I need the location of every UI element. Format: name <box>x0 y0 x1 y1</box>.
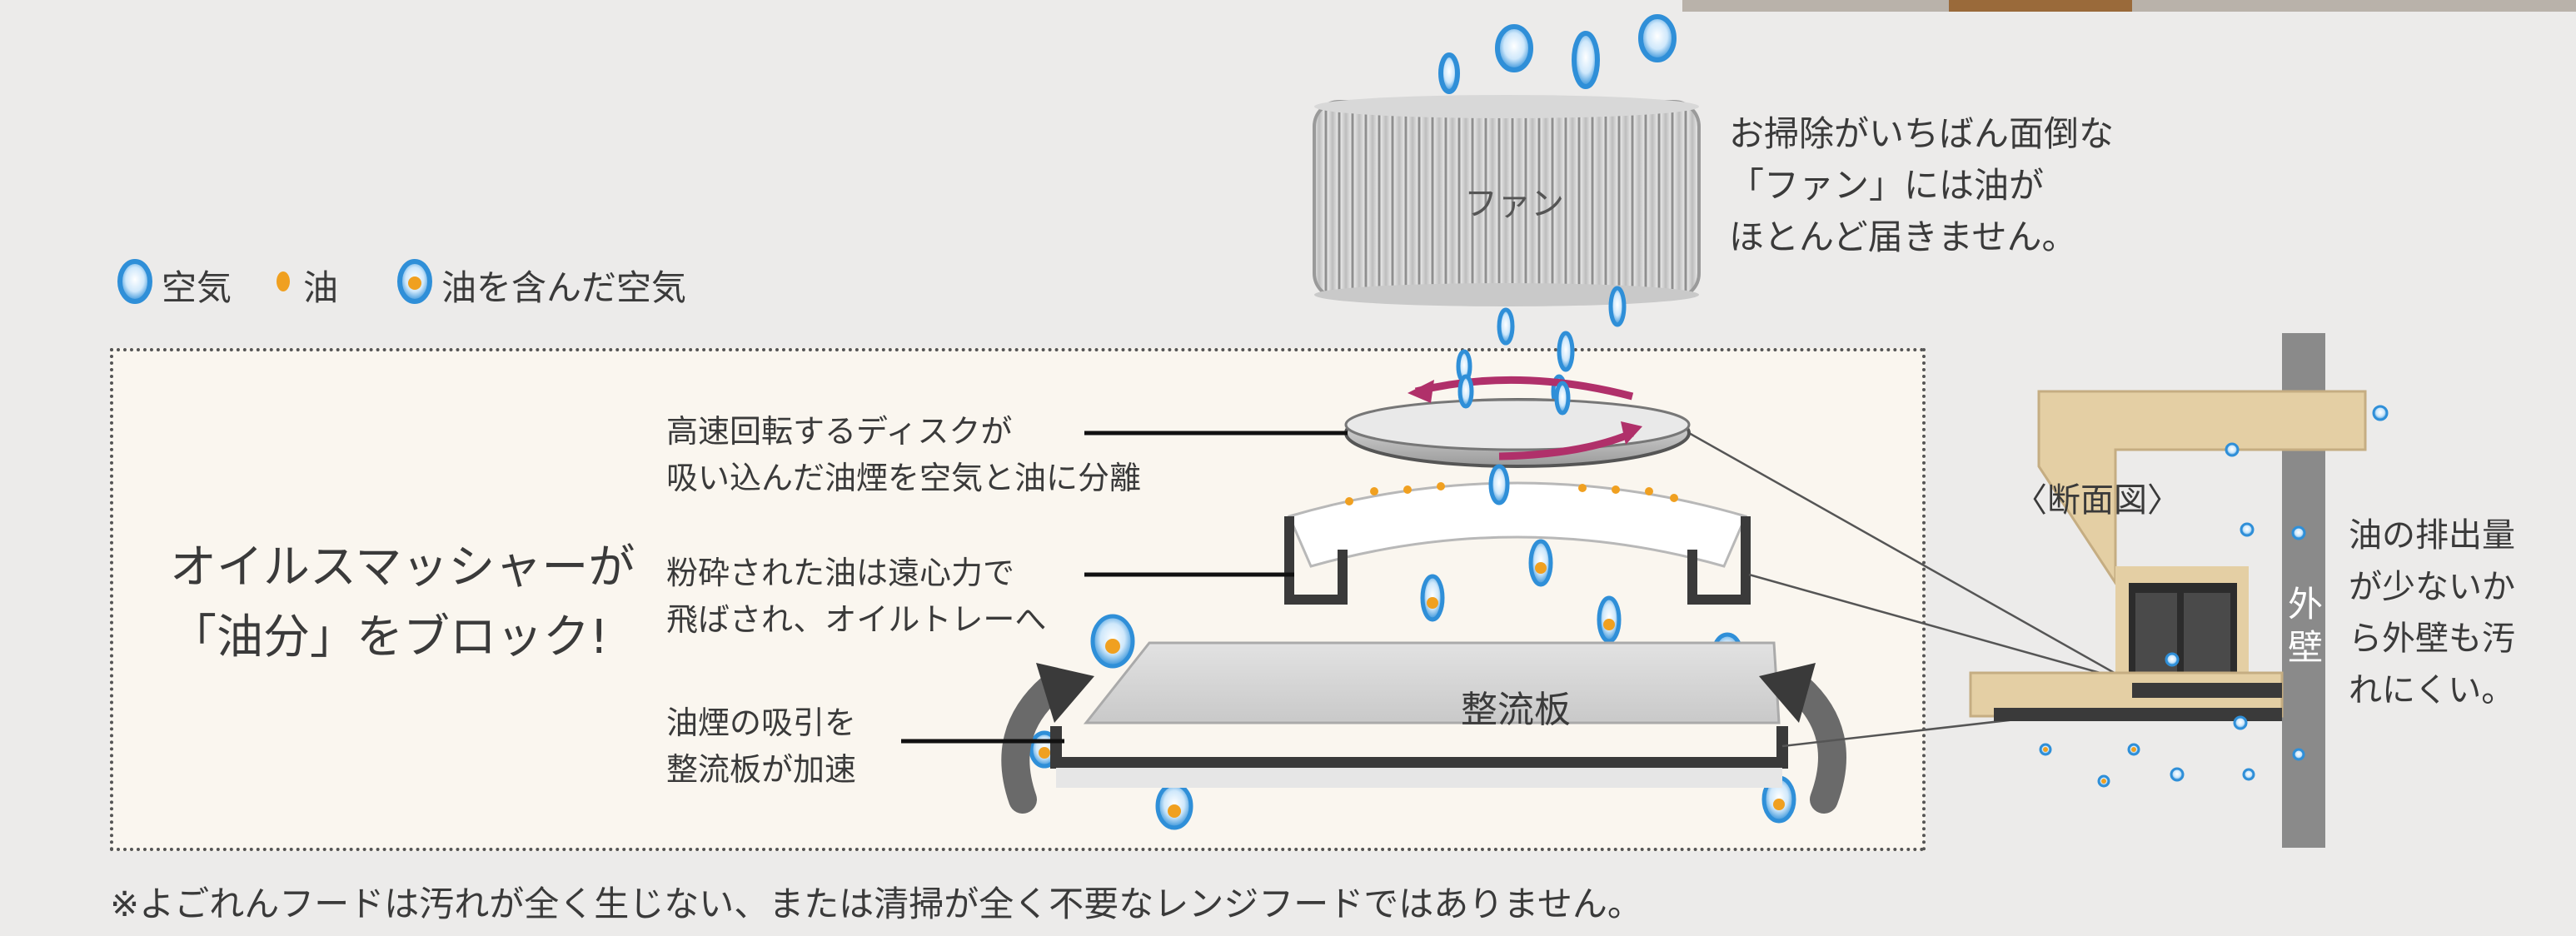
cross-section-label: 〈断面図〉 <box>2014 481 2180 520</box>
airflow-arrows <box>1001 674 1846 814</box>
rectifier-plate-graphic <box>1050 641 1788 788</box>
fan-note: お掃除がいちばん面倒な 「ファン」には油が ほとんど届きません。 <box>1729 113 2115 257</box>
callout-disc: 高速回転するディスクが 吸い込んだ油煙を空気と油に分離 <box>666 413 1142 496</box>
fan-label: ファン <box>1464 185 1564 223</box>
headline: オイルスマッシャーが 「油分」をブロック! <box>170 540 635 665</box>
air-bubbles-top <box>1438 14 1677 94</box>
air-legend-icon <box>117 259 152 304</box>
cross-section-graphic <box>1969 333 2389 848</box>
wall-label: 外壁 <box>2287 584 2323 668</box>
photo-strip-accent <box>1949 0 2132 12</box>
oil-tray-graphic <box>1284 481 1751 605</box>
legend-air-label: 空気 <box>162 267 232 308</box>
callout-plate: 油煙の吸引を 整流板が加速 <box>666 704 857 788</box>
leader-lines <box>901 431 1348 744</box>
legend-oil-label: 油 <box>303 267 339 308</box>
fan-graphic <box>1313 95 1701 306</box>
airflow-arrowheads <box>1036 663 1816 723</box>
footnote: ※よごれんフードは汚れが全く生じない、または清掃が全く不要なレンジフードではあり… <box>110 884 1642 924</box>
legend-oily-air-label: 油を含んだ空気 <box>441 267 687 308</box>
cross-section-note: 油の排出量 が少ないか ら外壁も汚 れにくい。 <box>2349 516 2515 709</box>
oil-legend-icon <box>277 271 290 291</box>
disc-graphic <box>1344 374 1691 468</box>
legend-icons <box>117 259 432 304</box>
callout-tray: 粉砕された油は遠心力で 飛ばされ、オイルトレーへ <box>666 555 1047 638</box>
plate-label: 整流板 <box>1461 689 1571 731</box>
